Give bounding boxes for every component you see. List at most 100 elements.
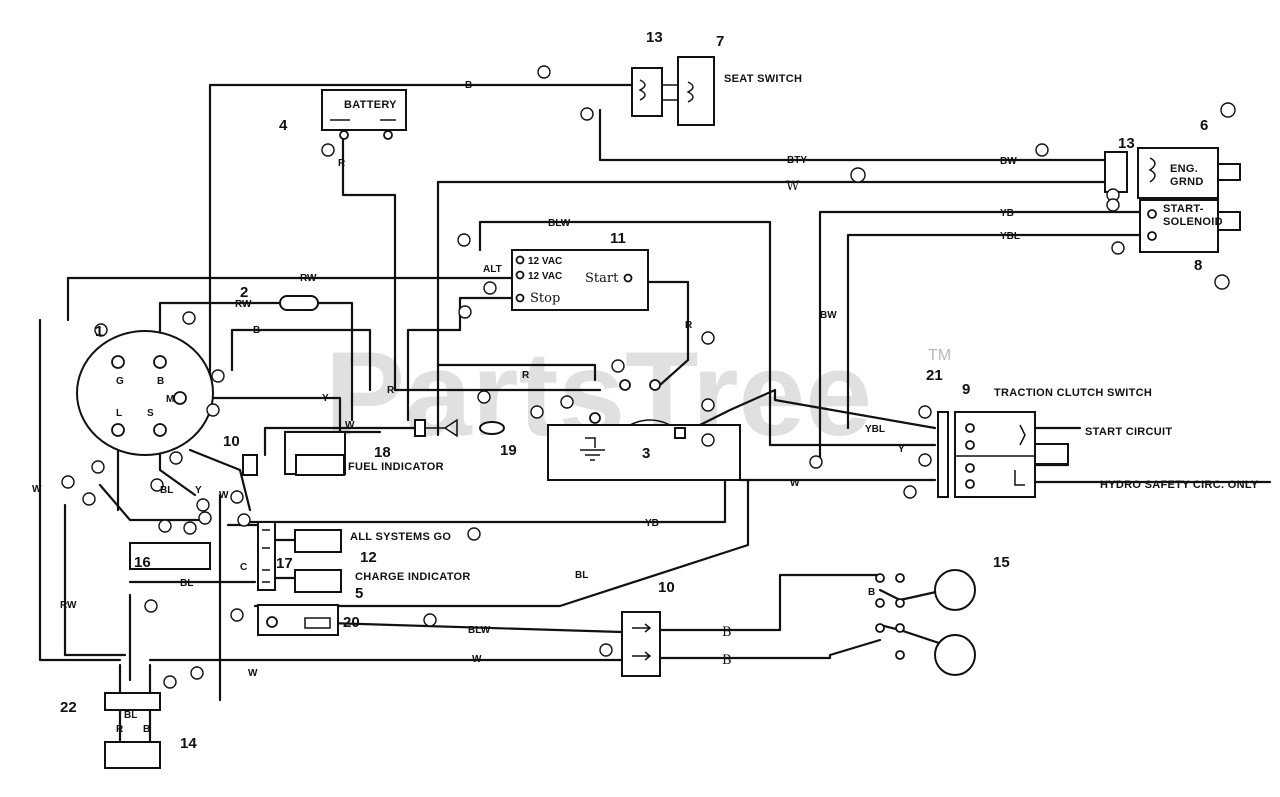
- label-15: 15: [993, 554, 1010, 571]
- wire-w-mid: W: [786, 179, 800, 194]
- wire-bl-low: BL: [575, 570, 588, 581]
- label-20: 20: [343, 614, 360, 631]
- ign-m: M: [166, 394, 174, 405]
- label-19: 19: [500, 442, 517, 459]
- module-stop-label: Stop: [530, 291, 560, 306]
- wire-w-l: W: [219, 490, 229, 501]
- wire-y-mid: Y: [322, 393, 329, 404]
- seat-switch: [631, 56, 715, 126]
- wire-b-cb1: B: [722, 625, 732, 640]
- wire-w-bottom: W: [472, 654, 482, 665]
- label-2: 2: [240, 284, 248, 301]
- hour-meter: [129, 542, 211, 570]
- engine-ground: [1104, 147, 1241, 199]
- label-14: 14: [180, 735, 197, 752]
- wire-b-top: B: [465, 80, 472, 91]
- ign-l: L: [116, 408, 122, 419]
- ign-g: G: [116, 376, 124, 387]
- ign-s: S: [147, 408, 154, 419]
- circuit-breaker: [621, 611, 661, 677]
- label-13-right: 13: [1118, 135, 1135, 152]
- wire-w-lower: W: [248, 668, 258, 679]
- label-11: 11: [610, 230, 626, 247]
- charge-indicator-label: CHARGE INDICATOR: [355, 571, 471, 583]
- wire-bty: BTY: [787, 155, 807, 166]
- start-solenoid-label: START-SOLENOID: [1163, 203, 1223, 228]
- wire-c-ign: C: [240, 562, 247, 573]
- module-start-label: Start: [585, 271, 619, 286]
- battery-label: BATTERY: [344, 99, 397, 111]
- label-1: 1: [95, 323, 103, 340]
- wire-b-left: B: [868, 587, 875, 598]
- seat-switch-label: SEAT SWITCH: [724, 73, 802, 85]
- wire-w-ign: W: [345, 420, 355, 431]
- label-10-left: 10: [223, 433, 240, 450]
- wire-y-ign: Y: [195, 485, 202, 496]
- wire-bw-vert: BW: [820, 310, 837, 321]
- label-4: 4: [279, 117, 288, 134]
- fuel-indicator: [284, 418, 505, 476]
- control-module: [511, 249, 649, 311]
- wire-markers: [61, 65, 1236, 689]
- indicator-lamps: [257, 521, 342, 593]
- label-6: 6: [1200, 117, 1208, 134]
- wire-r-mid2: R: [522, 370, 530, 381]
- relay-20: [257, 604, 339, 636]
- module-12vac-2: 12 VAC: [528, 271, 562, 282]
- battery: [321, 89, 407, 140]
- wire-rw-vert: RW: [60, 600, 77, 611]
- component-labels: BATTERY SEAT SWITCH ENG.GRND START-SOLEN…: [344, 73, 1259, 583]
- wire-r-low: R: [387, 385, 395, 396]
- label-21: 21: [926, 367, 943, 384]
- wire-b-mid: B: [253, 325, 260, 336]
- wire-b-cb2: B: [722, 653, 732, 668]
- wire-w-traction: W: [790, 478, 800, 489]
- wire-bl-charge: BL: [180, 578, 193, 589]
- connector-10: [242, 454, 258, 476]
- label-8: 8: [1194, 257, 1202, 274]
- wire-codes: B R W BW BTY YB YBL BLW RW RW B Y R R R …: [32, 80, 1020, 735]
- wire-ybl-right: YBL: [1000, 231, 1020, 242]
- label-9: 9: [962, 381, 970, 398]
- wire-rw-mid: RW: [235, 299, 252, 310]
- wire-blw-bottom: BLW: [468, 625, 491, 636]
- wire-rw-left: RW: [300, 273, 317, 284]
- wire-w-vert: W: [32, 484, 42, 495]
- headlights: [875, 569, 976, 676]
- all-systems-go-label: ALL SYSTEMS GO: [350, 531, 451, 543]
- wire-bw-right: BW: [1000, 156, 1017, 167]
- wire-yb-right: YB: [1000, 208, 1014, 219]
- component-numbers: 13 7 4 6 13 11 2 8 21 9 18 19 3 10 12 16…: [60, 29, 1208, 752]
- label-7: 7: [716, 33, 724, 50]
- wire-bl-ign: BL: [160, 485, 173, 496]
- wire-b-22: B: [143, 724, 150, 735]
- label-12: 12: [360, 549, 377, 566]
- fuse: [279, 295, 319, 311]
- connector-22: [104, 692, 161, 769]
- eng-gnd-label: ENG.GRND: [1170, 163, 1204, 188]
- watermark-tm: TM: [928, 347, 951, 364]
- label-17: 17: [276, 555, 293, 572]
- start-circuit-label: START CIRCUIT: [1085, 426, 1172, 438]
- traction-clutch-label: TRACTION CLUTCH SWITCH: [994, 387, 1152, 399]
- wire-ybl-traction: YBL: [865, 424, 885, 435]
- label-13-top: 13: [646, 29, 663, 46]
- hydro-safety-label: HYDRO SAFETY CIRC. ONLY: [1100, 479, 1259, 491]
- fuel-indicator-label: FUEL INDICATOR: [348, 461, 444, 473]
- wire-bl-22: BL: [124, 710, 137, 721]
- label-3: 3: [642, 445, 650, 462]
- wire-r-22: R: [116, 724, 124, 735]
- wire-r-battery: R: [338, 158, 346, 169]
- start-solenoid: [1139, 199, 1241, 253]
- wire-y-traction: Y: [898, 444, 905, 455]
- label-5: 5: [355, 585, 363, 602]
- wire-yb-low: YB: [645, 518, 659, 529]
- label-10-bottom: 10: [658, 579, 675, 596]
- traction-clutch-switch: [937, 411, 1069, 498]
- alt-label: ALT: [483, 264, 502, 275]
- label-16: 16: [134, 554, 151, 571]
- label-22: 22: [60, 699, 77, 716]
- label-18: 18: [374, 444, 391, 461]
- wire-blw-top: BLW: [548, 218, 571, 229]
